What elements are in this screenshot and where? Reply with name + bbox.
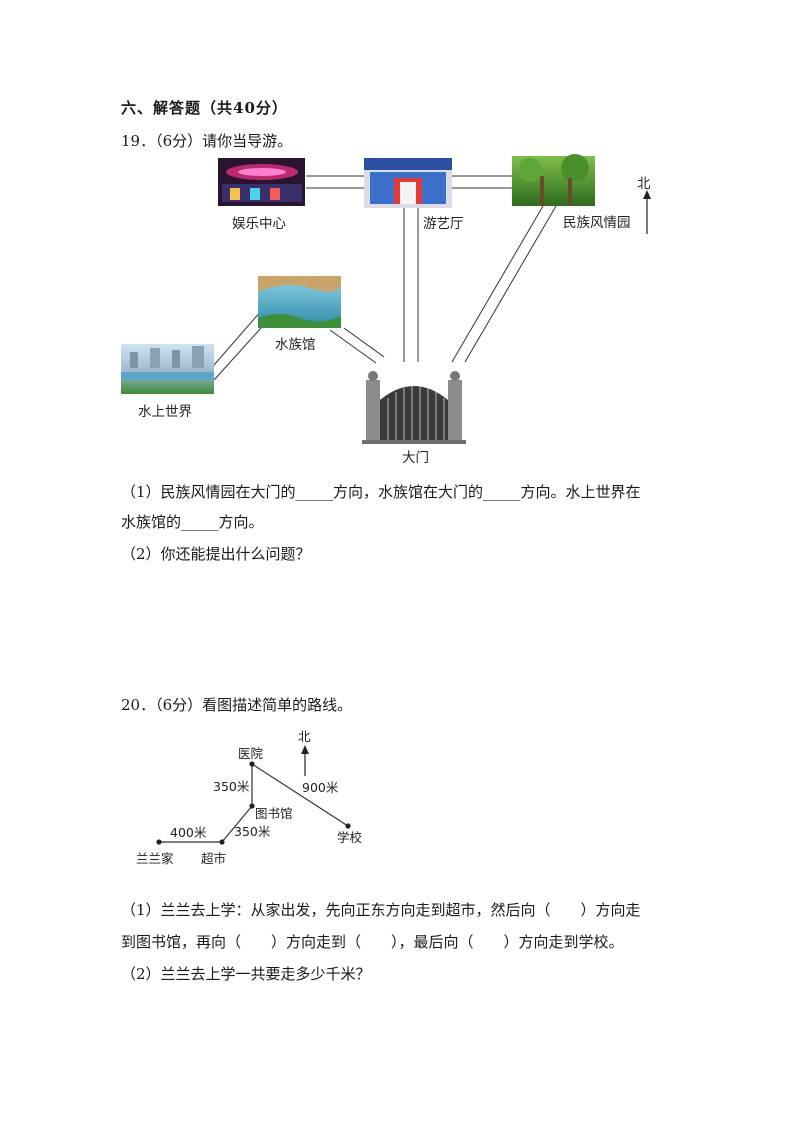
q19-title: 19．（6分）请你当导游。 [121, 132, 293, 150]
q19-sub1-line1: （1）民族风情园在大门的_____方向，水族馆在大门的_____方向。水上世界在 [121, 483, 641, 501]
label-school: 学校 [337, 830, 363, 845]
label-folk-park: 民族风情园 [563, 215, 631, 231]
q20-route-lines [159, 763, 349, 843]
label-dist-home-market: 400米 [170, 825, 207, 840]
point-library [249, 803, 255, 809]
label-north-19: 北 [637, 176, 651, 192]
label-supermarket: 超市 [201, 851, 226, 866]
aquarium-image [258, 276, 341, 328]
q19-sub1-line2: 水族馆的_____方向。 [121, 513, 264, 531]
label-north-20: 北 [298, 729, 311, 744]
q20-sub2: （2）兰兰去上学一共要走多少千米？ [121, 965, 371, 983]
point-hospital [249, 761, 255, 767]
gate-image [362, 371, 466, 444]
label-hospital: 医院 [238, 746, 264, 761]
q20-sub1-line1: （1）兰兰去上学：从家出发，先向正东方向走到超市，然后向（ ）方向走 [121, 901, 641, 919]
q20-title: 20．（6分）看图描述简单的路线。 [121, 696, 353, 714]
label-library: 图书馆 [255, 806, 293, 821]
q20-sub1-line2: 到图书馆，再向（ ）方向走到（ ），最后向（ ）方向走到学校。 [121, 933, 624, 951]
label-dist-market-library: 350米 [234, 824, 271, 839]
label-dist-library-hospital: 350米 [213, 779, 250, 794]
label-aquarium: 水族馆 [275, 337, 316, 353]
label-dist-hospital-school: 900米 [302, 780, 339, 795]
q19-north-arrow-icon [643, 190, 651, 234]
entertainment-center-image [218, 158, 305, 206]
section-title: 六、解答题（共40分） [121, 99, 288, 117]
water-world-image [121, 344, 214, 394]
point-home [156, 839, 162, 845]
arcade-image [364, 158, 452, 208]
label-gate: 大门 [402, 450, 429, 466]
label-water-world: 水上世界 [138, 404, 192, 420]
point-school [345, 823, 351, 829]
folk-park-image [512, 154, 595, 206]
q20-north-arrow-icon [301, 745, 309, 776]
label-arcade: 游艺厅 [423, 216, 464, 232]
label-entertainment-center: 娱乐中心 [232, 216, 286, 232]
point-supermarket [219, 839, 225, 845]
q19-sub2: （2）你还能提出什么问题？ [121, 545, 311, 563]
label-home: 兰兰家 [136, 851, 174, 866]
q19-paths [213, 175, 557, 381]
